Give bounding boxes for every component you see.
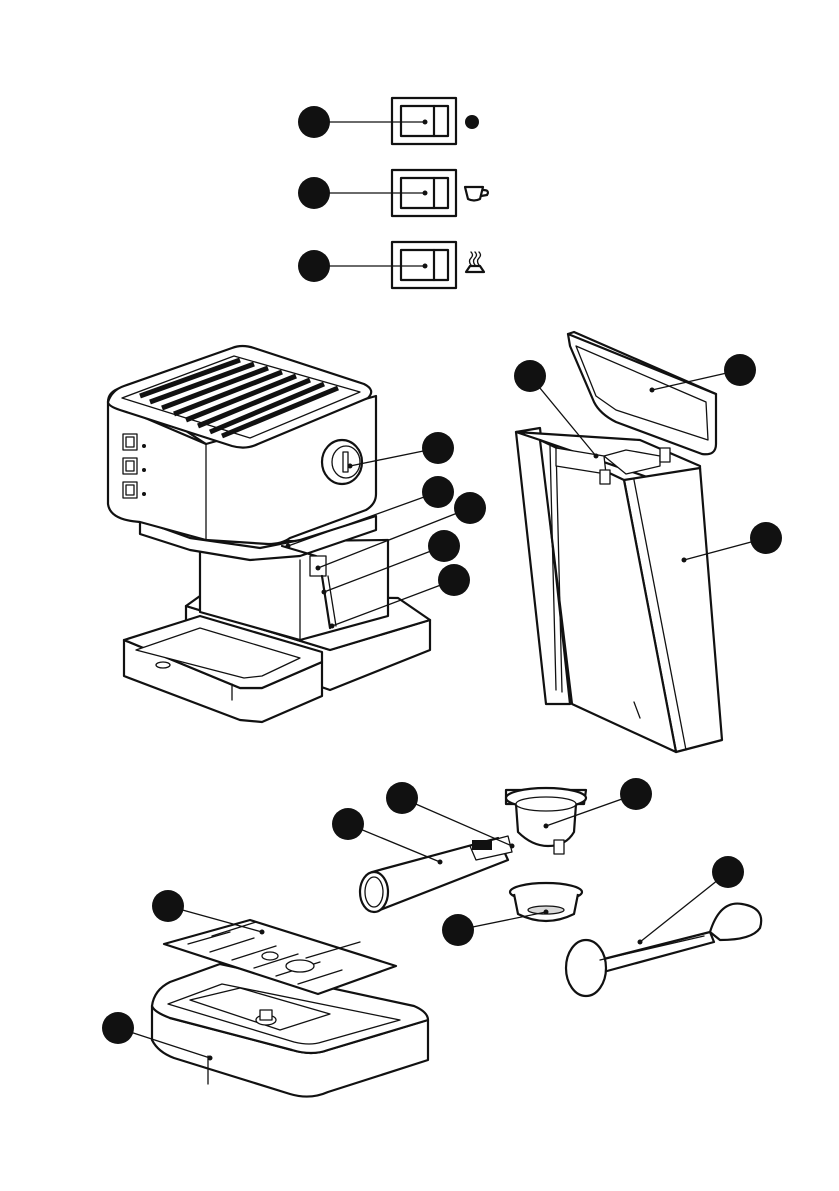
callout-switch-2 [298,177,428,209]
filter-basket [510,883,582,921]
callout-handle-lock [386,782,515,849]
tamper [566,904,761,996]
callout-filter [442,910,549,947]
steam-switch [392,242,484,288]
steam-icon [466,252,484,272]
callout-switch-1 [298,106,428,138]
power-switch [392,98,479,144]
drip-tray [152,920,428,1097]
coffee-cup-icon [465,187,488,201]
water-tank [516,332,722,752]
callout-handle [332,808,443,865]
steam-knob [322,440,362,484]
callout-drip-grid [152,890,265,935]
espresso-machine [108,346,430,722]
power-icon [465,115,479,129]
callout-switch-3 [298,250,428,282]
